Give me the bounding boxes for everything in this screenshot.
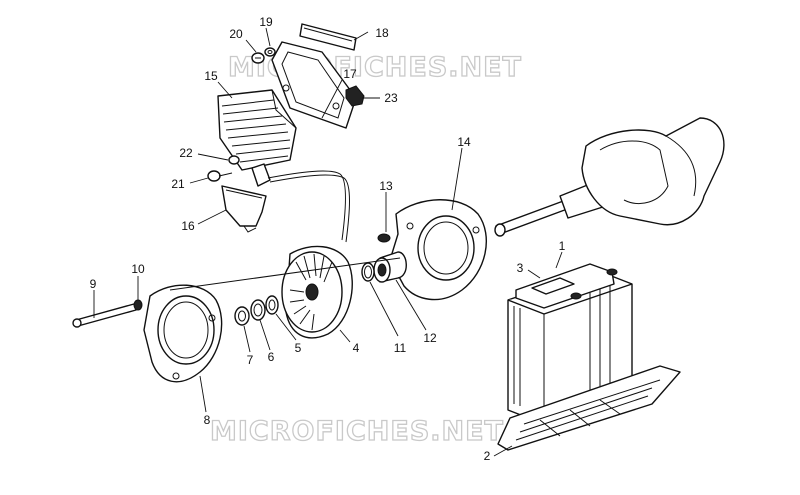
part-9-through-bolt[interactable] [72,303,137,328]
callout-18[interactable]: 18 [375,26,389,40]
callout-5[interactable]: 5 [295,341,302,355]
callout-10[interactable]: 10 [131,262,145,276]
part-23-clip[interactable] [345,85,365,107]
part-7-washer[interactable] [234,306,250,326]
callout-2[interactable]: 2 [484,449,491,463]
part-4-stator[interactable] [281,245,353,339]
part-10-washer[interactable] [133,299,143,311]
part-5-ring[interactable] [265,295,279,315]
part-3-battery-lid[interactable] [515,263,618,309]
part-22-washer[interactable] [228,155,240,165]
callout-21[interactable]: 21 [171,177,185,191]
part-6-spacer[interactable] [250,299,266,321]
callout-19[interactable]: 19 [259,15,273,29]
callout-labels: 1 2 3 4 5 6 7 8 9 10 11 12 13 14 15 16 1… [90,15,566,463]
part-19-washer[interactable] [264,47,276,57]
part-11-o-ring[interactable] [361,262,375,282]
callout-16[interactable]: 16 [181,219,195,233]
callout-9[interactable]: 9 [90,277,97,291]
callout-23[interactable]: 23 [384,91,398,105]
part-2-battery-tray[interactable] [497,365,681,451]
callout-7[interactable]: 7 [247,353,254,367]
leader-lines [93,27,563,457]
part-8-front-housing[interactable] [143,284,223,383]
watermark-top: MICROFICHES.NET [228,52,522,83]
callout-22[interactable]: 22 [179,146,193,160]
part-16-rubber-boot[interactable] [221,185,267,233]
wiring-harness[interactable] [251,163,350,243]
part-18-cover-plate[interactable] [299,23,357,51]
callout-8[interactable]: 8 [204,413,211,427]
callout-1[interactable]: 1 [559,239,566,253]
part-17-gasket[interactable] [271,41,357,129]
part-13-nut[interactable] [377,233,391,243]
callout-11[interactable]: 11 [394,341,407,355]
callout-6[interactable]: 6 [268,350,275,364]
callout-17[interactable]: 17 [343,67,357,81]
callout-13[interactable]: 13 [379,179,393,193]
callout-15[interactable]: 15 [204,69,218,83]
callout-20[interactable]: 20 [229,27,243,41]
callout-14[interactable]: 14 [457,135,471,149]
callout-3[interactable]: 3 [517,261,524,275]
part-21-bolt[interactable] [207,170,233,182]
part-20-screw[interactable] [251,52,265,64]
crankshaft[interactable] [494,117,725,237]
watermark-bottom: MICROFICHES.NET [210,416,504,447]
part-15-regulator[interactable] [217,89,297,171]
callout-12[interactable]: 12 [423,331,437,345]
part-14-rear-housing[interactable] [389,199,487,301]
callout-4[interactable]: 4 [353,341,360,355]
